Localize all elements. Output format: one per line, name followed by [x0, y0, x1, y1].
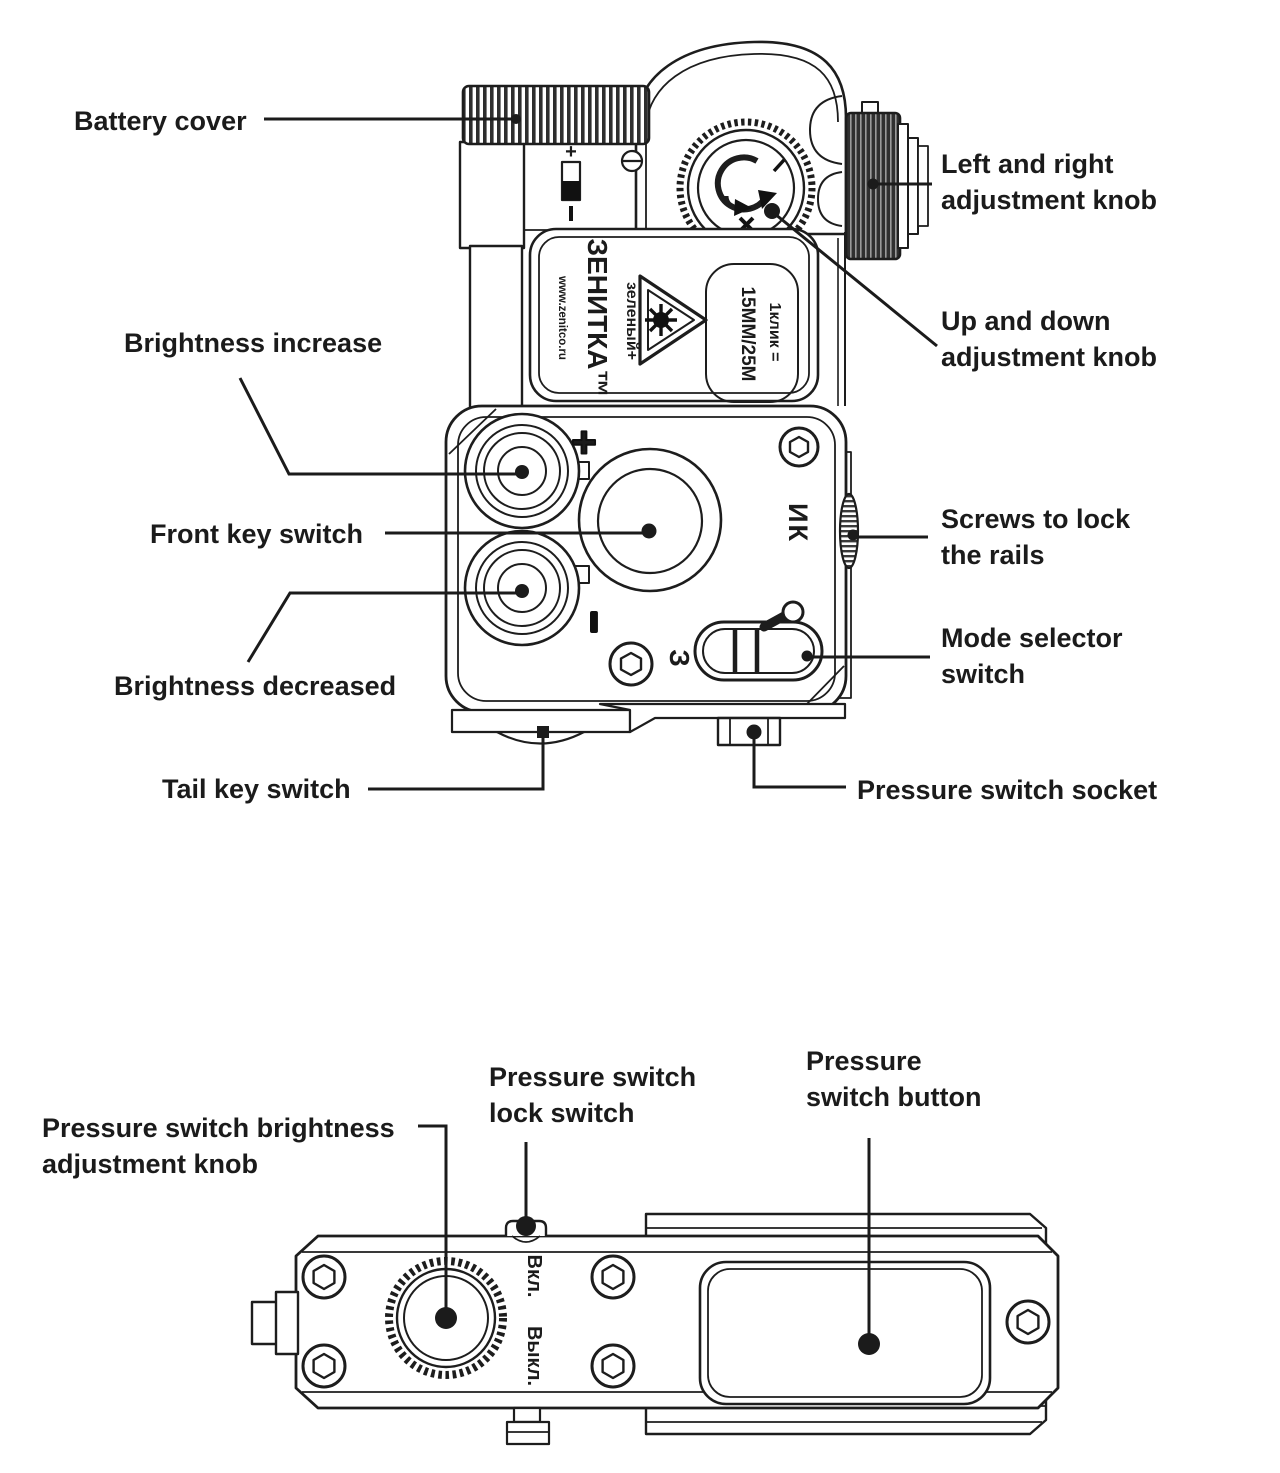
- website-text: www.zenitco.ru: [556, 275, 568, 360]
- pressure-brightness-label-2: adjustment knob: [42, 1149, 258, 1179]
- hex-screw: [608, 641, 654, 687]
- off-mark: Выкл.: [523, 1326, 545, 1386]
- leader-mode-selector: [801, 650, 930, 662]
- brightness-increase-label: Brightness increase: [124, 328, 382, 358]
- bottom-view-callouts: Pressure switch brightness adjustment kn…: [42, 1046, 981, 1355]
- cable-connector-part: [250, 1290, 300, 1356]
- up-down-knob-part: [676, 118, 816, 258]
- leader-pressure-button: [858, 1138, 880, 1355]
- leader-brightness-increase: [238, 377, 529, 479]
- brightness-decreased-label: Brightness decreased: [114, 671, 396, 701]
- left-right-knob-label-1: Left and right: [941, 149, 1113, 179]
- pressure-brightness-label-1: Pressure switch brightness: [42, 1113, 395, 1143]
- plus-mark: +: [571, 418, 597, 467]
- bottom-tab-part: [505, 1406, 551, 1446]
- pressure-button-label-2: switch button: [806, 1082, 981, 1112]
- brand-text: ЗЕНИТКА™: [582, 239, 613, 398]
- pressure-button-part: [698, 1260, 992, 1406]
- front-key-switch-label: Front key switch: [150, 519, 363, 549]
- pressure-button-label-1: Pressure: [806, 1046, 922, 1076]
- hex-screw: [590, 1343, 636, 1389]
- minus-mark: −: [574, 611, 615, 632]
- mode-selector-part: [693, 600, 824, 682]
- slotted-screw-icon: [620, 149, 644, 173]
- hex-screw: [301, 1254, 347, 1300]
- laser-color-text: зеленый+: [623, 282, 640, 360]
- leader-pressure-lock: [516, 1142, 536, 1236]
- tail-key-switch-part: [496, 731, 585, 745]
- label-panel: www.zenitco.ru ЗЕНИТКА™ зеленый+ 15ММ/25…: [528, 227, 820, 403]
- click-spec-line1: 1клик =: [766, 303, 783, 362]
- click-spec-line2: 15ММ/25М: [737, 286, 758, 381]
- leader-battery-cover: [264, 114, 521, 124]
- rail-lock-screw-part: [838, 492, 860, 570]
- top-view-callouts: Battery cover Brightness increase Front …: [74, 106, 1157, 805]
- mode-selector-lever: [759, 600, 805, 632]
- leader-rail-screws: [847, 529, 928, 541]
- mode-selector-label-2: switch: [941, 659, 1025, 689]
- leader-front-key-switch: [385, 523, 657, 539]
- rail-screws-label-1: Screws to lock: [941, 504, 1131, 534]
- leader-tail-key-switch: [368, 726, 549, 791]
- bottom-rail: [450, 702, 847, 747]
- laser-warning-icon: [638, 274, 708, 366]
- bottom-view-device: Вкл. Выкл.: [250, 1212, 1060, 1446]
- battery-tube: [458, 140, 526, 410]
- left-right-knob-part: [844, 101, 929, 261]
- hex-screw: [590, 1254, 636, 1300]
- leader-pressure-socket: [746, 724, 846, 789]
- rail-screws-label-2: the rails: [941, 540, 1045, 570]
- hex-screw: [1005, 1299, 1051, 1345]
- hex-screw: [301, 1343, 347, 1389]
- on-mark: Вкл.: [523, 1255, 545, 1298]
- left-right-knob-label-2: adjustment knob: [941, 185, 1157, 215]
- battery-cover-label: Battery cover: [74, 106, 247, 136]
- leader-left-right-knob: [867, 178, 932, 190]
- leader-up-down-knob: [764, 203, 938, 348]
- hex-screw: [778, 426, 820, 468]
- up-down-knob-label-1: Up and down: [941, 306, 1110, 336]
- top-view-device: +: [444, 40, 929, 747]
- leader-brightness-decreased: [246, 584, 529, 663]
- up-down-knob-label-2: adjustment knob: [941, 342, 1157, 372]
- battery-plus-mark: +: [565, 141, 577, 163]
- pressure-socket-label: Pressure switch socket: [857, 775, 1157, 805]
- leader-pressure-brightness: [418, 1124, 457, 1329]
- front-key-switch-part: [577, 447, 723, 593]
- pressure-lock-label-2: lock switch: [489, 1098, 635, 1128]
- pressure-lock-label-1: Pressure switch: [489, 1062, 696, 1092]
- green-mode-mark: З: [664, 649, 695, 667]
- battery-polarity-icon: +: [560, 141, 582, 221]
- mode-selector-label-1: Mode selector: [941, 623, 1123, 653]
- tail-key-switch-label: Tail key switch: [162, 774, 351, 804]
- battery-cover-part: [461, 84, 651, 146]
- ir-mode-mark: ИК: [783, 503, 813, 543]
